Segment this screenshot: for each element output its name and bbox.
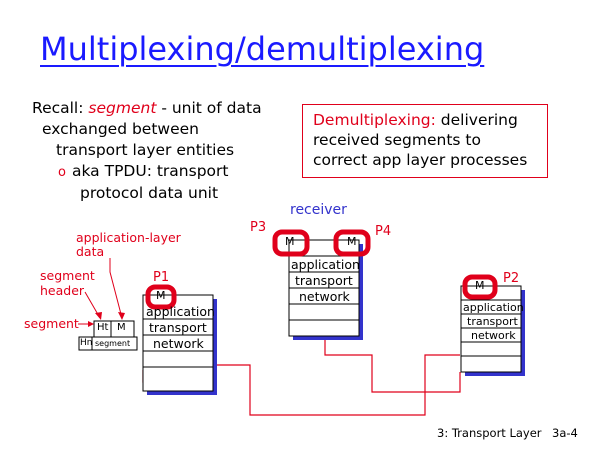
host1-network-label: network [153, 336, 204, 351]
process-p4-label: P4 [375, 224, 392, 239]
arrowheads [88, 312, 125, 327]
receiver-application-label: application [291, 257, 360, 272]
datagram-hn: Hn [80, 338, 93, 348]
process-p3-label: P3 [250, 220, 267, 235]
segment-diagram [78, 320, 138, 351]
demux-term: Demultiplexing: [313, 111, 436, 129]
receiver-transport-label: transport [295, 273, 353, 288]
datagram-box [78, 336, 138, 351]
process-p2-circle [462, 274, 498, 300]
arrowhead-segment [88, 321, 94, 327]
segment-term: segment [88, 99, 157, 117]
segment-header-label-2: header [40, 283, 85, 298]
host1-transport-label: transport [149, 320, 207, 335]
recall-line-3: transport layer entities [56, 141, 235, 159]
host1-stack [142, 294, 217, 395]
demux-rest-1: delivering [435, 111, 518, 129]
host1-application-label: application [146, 304, 215, 319]
host3-transport-label: transport [467, 315, 518, 328]
app-data-arrow [109, 258, 123, 319]
recall-text: Recall: segment - unit of data exchanged… [32, 98, 262, 204]
message-p3: M [285, 235, 295, 248]
recall-bullet-line-1: o aka TPDU: transport [32, 161, 262, 183]
segment-ht: Ht [97, 322, 109, 333]
recall-bullet-text-1: aka TPDU: transport [71, 162, 229, 180]
recall-prefix: Recall: [32, 99, 89, 117]
process-p2-label: P2 [503, 271, 520, 286]
message-p1: M [156, 289, 166, 302]
recall-suffix: - unit of data [156, 99, 262, 117]
message-p2: M [475, 279, 485, 292]
process-p1-circle [145, 284, 177, 310]
receiver-network-label: network [299, 289, 350, 304]
app-layer-data-label-2: data [76, 244, 105, 259]
process-p1-label: P1 [153, 270, 170, 285]
segment-label: segment [24, 316, 79, 331]
segment-header-label: segment [40, 268, 95, 283]
process-p4-circle [333, 229, 371, 257]
process-highlights [145, 229, 498, 310]
recall-line-1: Recall: segment - unit of data [32, 98, 262, 119]
arrowhead-segment-header [95, 312, 102, 320]
demux-definition-box: Demultiplexing: delivering received segm… [302, 104, 548, 178]
datagram-segment: segment [95, 339, 131, 348]
recall-line-2: exchanged between [42, 120, 199, 138]
host3-application-label: application [463, 301, 524, 314]
app-layer-data-label: application-layer [76, 230, 181, 245]
demux-line-2: received segments to [313, 131, 481, 149]
host3-network-label: network [471, 329, 516, 342]
demux-line-3: correct app layer processes [313, 151, 528, 169]
recall-bullet-line-2: protocol data unit [80, 184, 219, 202]
bullet-icon: o [58, 165, 66, 180]
host3-stack [460, 285, 525, 376]
page-title: Multiplexing/demultiplexing [40, 30, 485, 68]
segment-m: M [117, 322, 126, 333]
host1-frame [142, 294, 214, 392]
arrowhead-app-data [118, 312, 125, 320]
message-p4: M [347, 235, 357, 248]
receiver-label: receiver [290, 202, 347, 218]
process-p3-circle [272, 229, 310, 257]
demux-line-1: Demultiplexing: delivering [313, 110, 537, 130]
link-receiver-host3 [324, 335, 461, 393]
footer-section: 3: Transport Layer [437, 426, 542, 440]
footer-page-number: 3a-4 [552, 426, 578, 440]
